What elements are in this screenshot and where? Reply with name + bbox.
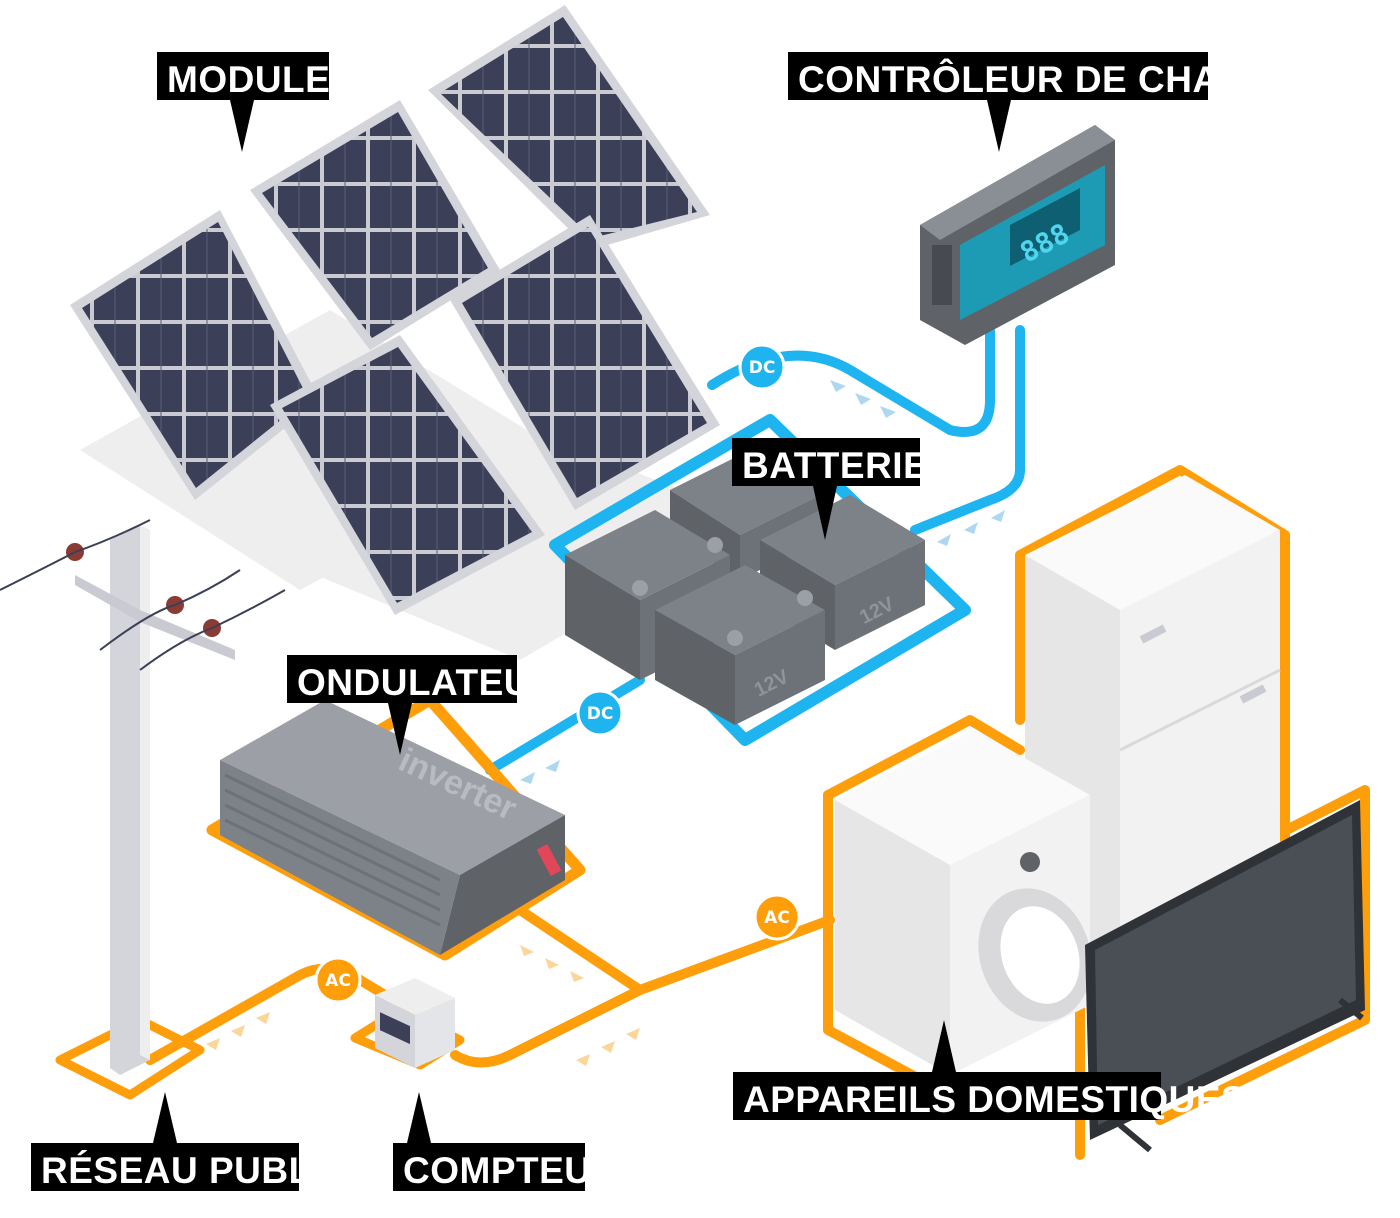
callout-batteries: BATTERIES bbox=[732, 438, 953, 540]
callout-meter: COMPTEUR bbox=[393, 1092, 619, 1191]
callout-meter-text: COMPTEUR bbox=[403, 1150, 619, 1191]
ac-flow-arrows bbox=[206, 945, 640, 1066]
battery-bank: 12V 12V bbox=[565, 445, 925, 725]
power-lines bbox=[0, 519, 286, 671]
callout-public-grid: RÉSEAU PUBLIC bbox=[31, 1092, 350, 1191]
dc-badge-inverter: DC bbox=[576, 689, 624, 737]
callout-inverter: ONDULATEUR bbox=[287, 655, 558, 755]
callout-public-grid-text: RÉSEAU PUBLIC bbox=[41, 1150, 350, 1191]
television bbox=[1085, 800, 1365, 1153]
charge-controller: 888 bbox=[920, 125, 1115, 345]
solar-module-2 bbox=[250, 100, 500, 350]
callout-charge-controller: CONTRÔLEUR DE CHARGE bbox=[788, 52, 1301, 152]
callout-home-appliances-text: APPAREILS DOMESTIQUES bbox=[743, 1079, 1246, 1120]
electricity-meter bbox=[375, 978, 455, 1068]
solar-module-4 bbox=[270, 335, 545, 615]
callout-batteries-text: BATTERIES bbox=[742, 445, 953, 486]
washing-machine bbox=[835, 730, 1092, 1075]
dc-flow-arrows bbox=[520, 380, 1005, 784]
inverter: inverter bbox=[220, 700, 565, 955]
utility-pole bbox=[66, 525, 235, 1075]
solar-module-1 bbox=[70, 210, 320, 500]
solar-module-5 bbox=[450, 215, 720, 510]
callout-modules-text: MODULES bbox=[167, 59, 356, 100]
svg-text:AC: AC bbox=[764, 908, 790, 928]
callout-charge-controller-text: CONTRÔLEUR DE CHARGE bbox=[798, 58, 1301, 100]
callout-modules: MODULES bbox=[157, 52, 356, 152]
ac-badge-grid: AC bbox=[314, 956, 362, 1004]
svg-text:AC: AC bbox=[325, 971, 351, 991]
battery: 12V bbox=[655, 565, 825, 725]
callout-home-appliances: APPAREILS DOMESTIQUES bbox=[733, 1020, 1246, 1120]
svg-text:DC: DC bbox=[749, 358, 776, 378]
dc-badge-panels: DC bbox=[738, 343, 786, 391]
svg-text:DC: DC bbox=[587, 704, 614, 724]
ac-badge-appliances: AC bbox=[753, 893, 801, 941]
solar-module-3 bbox=[428, 5, 710, 250]
callout-inverter-text: ONDULATEUR bbox=[297, 662, 558, 703]
